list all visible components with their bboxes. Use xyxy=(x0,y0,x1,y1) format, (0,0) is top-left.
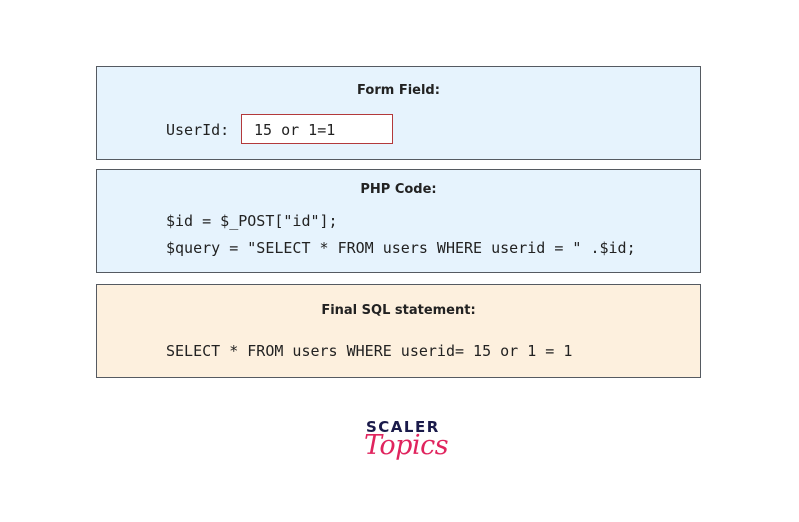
logo-scaler-text: SCALER xyxy=(366,418,440,436)
final-sql-panel: Final SQL statement: SELECT * FROM users… xyxy=(96,284,701,378)
php-code-line-2: $query = "SELECT * FROM users WHERE user… xyxy=(166,239,636,257)
scaler-topics-logo: SCALER Topics xyxy=(360,414,449,476)
final-sql-heading: Final SQL statement: xyxy=(321,303,476,318)
form-field-heading: Form Field: xyxy=(357,83,440,98)
form-field-panel: Form Field: UserId: 15 or 1=1 xyxy=(96,66,701,160)
php-code-line-1: $id = $_POST["id"]; xyxy=(166,212,338,230)
userid-label: UserId: xyxy=(166,121,230,139)
final-sql-statement: SELECT * FROM users WHERE userid= 15 or … xyxy=(166,342,573,360)
php-code-heading: PHP Code: xyxy=(360,182,437,197)
php-code-panel: PHP Code: $id = $_POST["id"]; $query = "… xyxy=(96,169,701,273)
userid-input[interactable]: 15 or 1=1 xyxy=(241,114,393,144)
logo-topics-text: Topics xyxy=(364,430,449,461)
